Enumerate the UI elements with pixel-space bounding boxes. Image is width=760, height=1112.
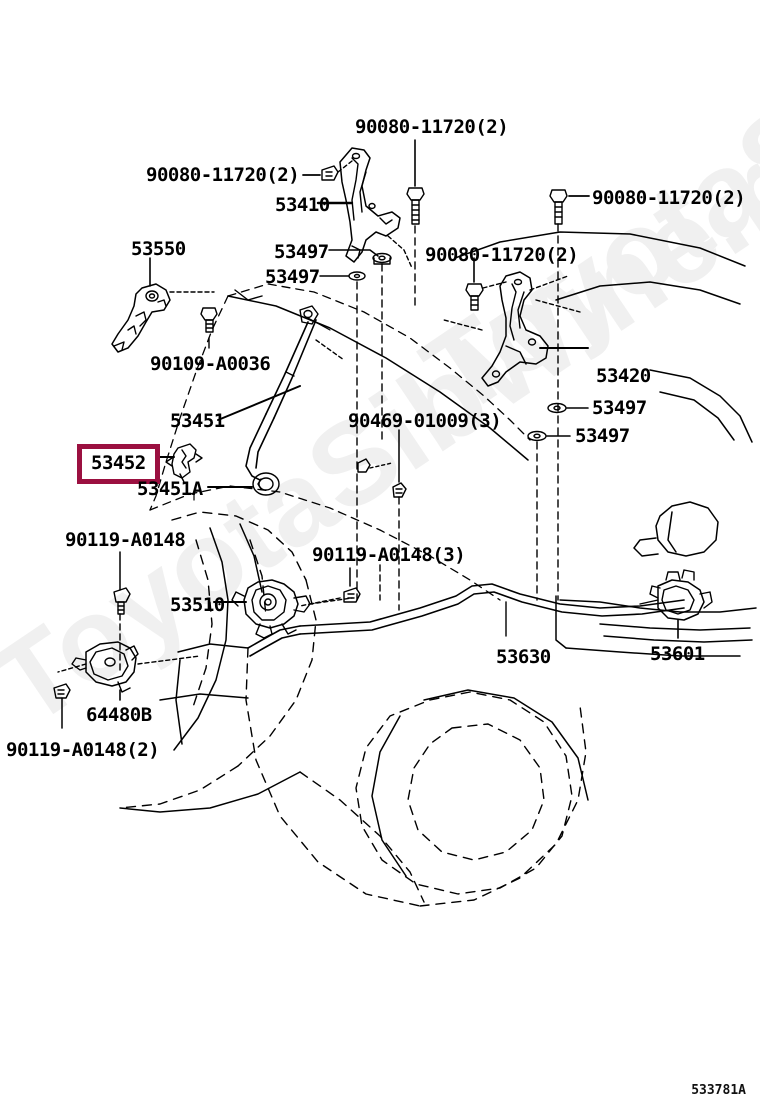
- front-body-panels: [119, 511, 317, 809]
- part-callout-90080-117202: 90080-11720(2): [592, 187, 746, 209]
- part-callout-53630: 53630: [496, 646, 551, 668]
- part-53510-hood-lock: [231, 579, 311, 639]
- part-callout-53410: 53410: [275, 194, 330, 216]
- bolt-icon-top-center: [406, 187, 425, 225]
- part-callout-90119-a01483: 90119-A0148(3): [312, 544, 466, 566]
- part-callout-90469-010093: 90469-01009(3): [348, 410, 502, 432]
- part-53550-support: [111, 283, 171, 353]
- part-callout-53451: 53451: [170, 410, 225, 432]
- bumper-outline-dashed: [299, 771, 425, 903]
- bolt-icon-upper-left: [321, 165, 339, 181]
- part-callout-53497: 53497: [265, 266, 320, 288]
- part-90469-clip-b: [357, 458, 371, 473]
- fender-wheel-arch-solid: [159, 643, 589, 877]
- bumper-outline: [119, 771, 301, 813]
- part-callout-64480b: 64480B: [86, 704, 152, 726]
- part-53497-washer-c: [547, 402, 567, 414]
- part-callout-90080-117202: 90080-11720(2): [355, 116, 509, 138]
- hood-outline: [149, 283, 531, 601]
- part-callout-90119-a01482: 90119-A0148(2): [6, 739, 160, 761]
- part-callout-90080-117202: 90080-11720(2): [425, 244, 579, 266]
- part-64480B-bracket: [71, 641, 139, 693]
- part-53630-cable: [247, 583, 685, 657]
- bolt-icon-upper-right: [549, 189, 568, 225]
- bolt-icon-90119-center: [343, 587, 361, 603]
- bolt-icon-90119-left: [113, 587, 131, 615]
- part-callout-53497: 53497: [592, 397, 647, 419]
- fender-wheel-arch: [245, 647, 587, 907]
- part-53410-hinge: [339, 147, 401, 263]
- part-53601-release-lever: [649, 569, 713, 621]
- part-callout-53510: 53510: [170, 594, 225, 616]
- part-53497-washer-d: [527, 430, 547, 442]
- part-callout-90080-117202: 90080-11720(2): [146, 164, 300, 186]
- part-callout-90109-a0036: 90109-A0036: [150, 353, 271, 375]
- part-callout-53497: 53497: [575, 425, 630, 447]
- part-callout-53420: 53420: [596, 365, 651, 387]
- part-callout-90119-a0148: 90119-A0148: [65, 529, 186, 551]
- bolt-icon-center-lower: [465, 283, 484, 311]
- part-callout-53451a: 53451A: [137, 478, 203, 500]
- part-callout-53601: 53601: [650, 643, 705, 665]
- car-body-outline: [454, 231, 757, 657]
- bolt-icon-90109: [200, 307, 218, 333]
- part-53452-clip: [165, 443, 203, 483]
- part-callout-53497: 53497: [274, 241, 329, 263]
- part-53497-washer-b: [348, 271, 366, 281]
- bolt-icon-90119-lower: [53, 683, 71, 699]
- diagram-corner-code: 533781A: [691, 1083, 746, 1098]
- part-53420-hinge: [481, 271, 549, 387]
- part-callout-53550: 53550: [131, 238, 186, 260]
- part-callout-highlighted-53452: 53452: [77, 444, 160, 484]
- front-body-panels-solid: [173, 523, 263, 751]
- part-90469-clip-a: [392, 482, 407, 498]
- part-53451-support-rod: [245, 305, 319, 496]
